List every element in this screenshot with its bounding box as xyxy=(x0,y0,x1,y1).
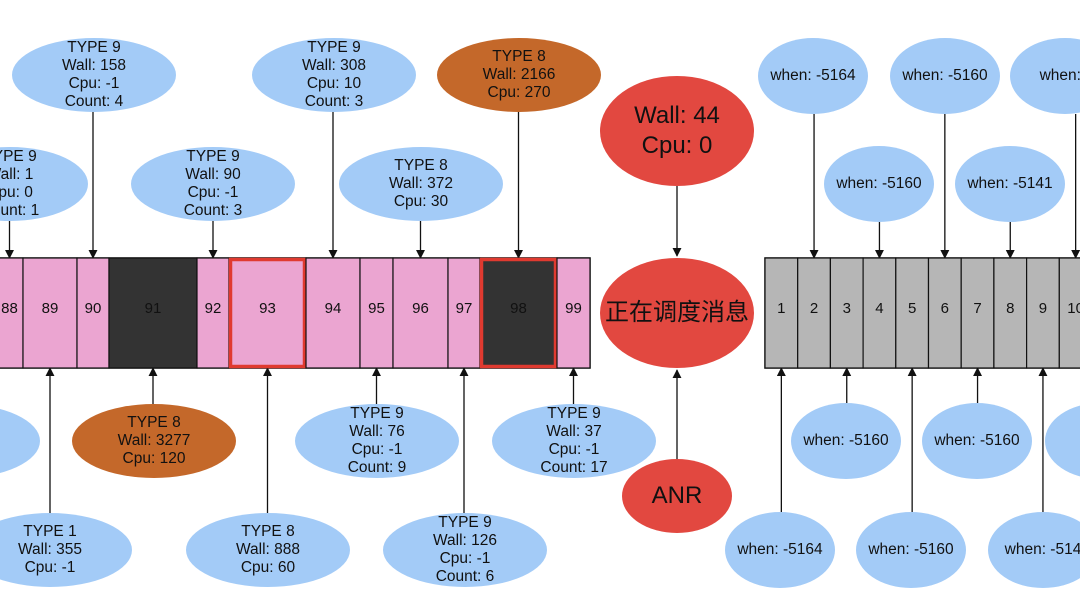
ellipse-nodes xyxy=(0,38,1080,588)
queue-cell-number: 95 xyxy=(368,300,385,317)
queue-cell-number: 97 xyxy=(456,300,473,317)
queue-cell-number: 94 xyxy=(325,300,342,317)
pending-cell-10 xyxy=(1058,257,1080,369)
pending-cell-number: 10 xyxy=(1067,300,1080,317)
queue-cell-91 xyxy=(108,257,198,369)
queue-cell-number: 89 xyxy=(42,300,59,317)
history-node-ellipse xyxy=(72,404,236,478)
queue-cell-94 xyxy=(305,257,361,369)
queue-cell-number: 88 xyxy=(1,300,18,317)
pending-node-ellipse xyxy=(955,146,1065,222)
queue-cell-number: 91 xyxy=(145,300,162,317)
pending-cell-number: 3 xyxy=(843,300,851,317)
queue-cell-97 xyxy=(447,257,481,369)
history-node-ellipse xyxy=(339,147,503,221)
history-node-ellipse xyxy=(0,513,132,587)
pending-cell-number: 5 xyxy=(908,300,916,317)
queue-cell-number: 96 xyxy=(412,300,429,317)
pending-node-ellipse xyxy=(725,512,835,588)
pending-cell-number: 6 xyxy=(941,300,949,317)
highlight-frame-98 xyxy=(479,257,558,369)
pending-node-ellipse xyxy=(824,146,934,222)
queue-cell-89 xyxy=(22,257,78,369)
highlight-frame-93 xyxy=(228,257,307,369)
history-node-ellipse xyxy=(131,147,295,221)
history-node-ellipse xyxy=(12,38,176,112)
dispatch-stats-ellipse xyxy=(600,76,754,186)
pending-cell-8 xyxy=(993,257,1028,369)
history-node-ellipse xyxy=(252,38,416,112)
connector-lines xyxy=(4,112,1080,513)
pending-cell-number: 1 xyxy=(777,300,785,317)
queue-cell-number: 99 xyxy=(565,300,582,317)
history-node-ellipse xyxy=(0,147,88,221)
pending-node-ellipse xyxy=(758,38,868,114)
queue-cell-number: 90 xyxy=(85,300,102,317)
queue-cell-99 xyxy=(556,257,591,369)
dispatching-message-ellipse xyxy=(600,258,754,368)
pending-cell-1 xyxy=(764,257,799,369)
history-node-ellipse xyxy=(492,404,656,478)
queue-cell-92 xyxy=(196,257,230,369)
history-node-ellipse xyxy=(295,404,459,478)
queue-cell-98 xyxy=(479,257,558,369)
queue-cell-number: 93 xyxy=(259,300,276,317)
pending-cell-2 xyxy=(797,257,832,369)
history-node-ellipse xyxy=(186,513,350,587)
pending-cell-6 xyxy=(927,257,962,369)
pending-node-ellipse xyxy=(856,512,966,588)
queue-cell-90 xyxy=(76,257,110,369)
history-node-ellipse xyxy=(437,38,601,112)
pending-cell-number: 8 xyxy=(1006,300,1014,317)
history-node-ellipse xyxy=(383,513,547,587)
pending-cell-number: 9 xyxy=(1039,300,1047,317)
pending-node-ellipse xyxy=(890,38,1000,114)
pending-node-ellipse xyxy=(922,403,1032,479)
pending-node-ellipse xyxy=(791,403,901,479)
anr-ellipse xyxy=(622,459,732,533)
pending-node-ellipse xyxy=(988,512,1080,588)
history-node-ellipse xyxy=(0,408,40,474)
pending-cell-3 xyxy=(829,257,864,369)
queue-cell-95 xyxy=(359,257,394,369)
pending-cell-number: 2 xyxy=(810,300,818,317)
queue-cell-96 xyxy=(392,257,449,369)
pending-node-ellipse xyxy=(1045,405,1080,477)
pending-node-ellipse xyxy=(1010,38,1080,114)
pending-cell-number: 4 xyxy=(875,300,883,317)
queue-cell-number: 98 xyxy=(510,300,527,317)
pending-cell-number: 7 xyxy=(973,300,981,317)
queue-cell-number: 92 xyxy=(205,300,222,317)
